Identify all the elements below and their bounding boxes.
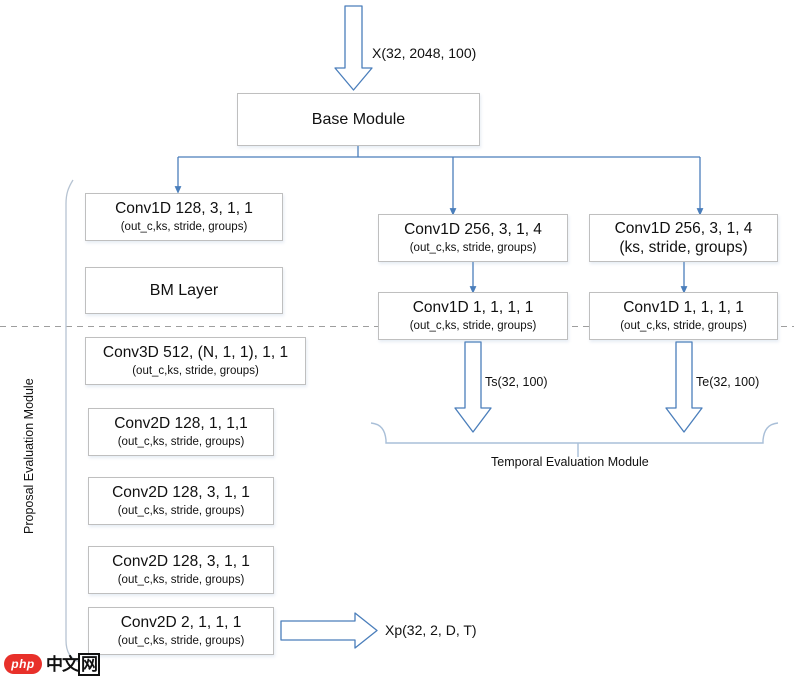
node-label: Conv1D 256, 3, 1, 4 (614, 220, 753, 238)
watermark: php 中文网 (4, 652, 100, 676)
node-sublabel: (out_c,ks, stride, groups) (120, 220, 248, 233)
node-sublabel: (out_c,ks, stride, groups) (117, 504, 245, 517)
node-conv3d-512[interactable]: Conv3D 512, (N, 1, 1), 1, 1 (out_c,ks, s… (85, 337, 306, 385)
node-label: BM Layer (149, 281, 219, 299)
node-conv2d-128-1-1-1[interactable]: Conv2D 128, 1, 1,1 (out_c,ks, stride, gr… (88, 408, 274, 456)
node-conv1d-256-3-1-4-right[interactable]: Conv1D 256, 3, 1, 4 (ks, stride, groups) (589, 214, 778, 262)
node-label: Conv1D 256, 3, 1, 4 (404, 221, 542, 239)
node-conv1d-1-1-1-1-middle[interactable]: Conv1D 1, 1, 1, 1 (out_c,ks, stride, gro… (378, 292, 568, 340)
watermark-chinese-text: 中文网 (46, 652, 100, 676)
node-label: Conv1D 1, 1, 1, 1 (623, 299, 744, 317)
node-label: Conv2D 2, 1, 1, 1 (120, 614, 242, 632)
label-ts-tensor: Ts(32, 100) (485, 375, 548, 389)
node-conv1d-128-3-1-1[interactable]: Conv1D 128, 3, 1, 1 (out_c,ks, stride, g… (85, 193, 283, 241)
node-sublabel: (out_c,ks, stride, groups) (409, 241, 537, 254)
node-sublabel: (ks, stride, groups) (619, 238, 748, 256)
node-label: Conv2D 128, 3, 1, 1 (112, 484, 250, 502)
node-conv2d-128-3-1-1-b[interactable]: Conv2D 128, 3, 1, 1 (out_c,ks, stride, g… (88, 546, 274, 594)
label-proposal-evaluation-module: Proposal Evaluation Module (22, 378, 36, 534)
node-bm-layer[interactable]: BM Layer (85, 267, 283, 314)
xp-block-arrow (280, 612, 378, 649)
watermark-cn-chars: 中文 (46, 654, 79, 674)
node-sublabel: (out_c,ks, stride, groups) (117, 634, 245, 647)
node-label: Conv1D 128, 3, 1, 1 (115, 200, 253, 218)
node-sublabel: (out_c,ks, stride, groups) (117, 573, 245, 586)
php-logo-icon: php (4, 654, 42, 674)
node-label: Conv1D 1, 1, 1, 1 (412, 299, 534, 317)
node-conv2d-128-3-1-1-a[interactable]: Conv2D 128, 3, 1, 1 (out_c,ks, stride, g… (88, 477, 274, 525)
proposal-module-brace (65, 179, 80, 663)
node-conv2d-2-1-1-1[interactable]: Conv2D 2, 1, 1, 1 (out_c,ks, stride, gro… (88, 607, 274, 655)
node-sublabel: (out_c,ks, stride, groups) (409, 319, 537, 332)
node-label: Conv2D 128, 3, 1, 1 (112, 553, 250, 571)
label-te-tensor: Te(32, 100) (696, 375, 760, 389)
node-conv1d-256-3-1-4-middle[interactable]: Conv1D 256, 3, 1, 4 (out_c,ks, stride, g… (378, 214, 568, 262)
input-block-arrow (334, 5, 373, 91)
node-label: Base Module (311, 110, 406, 128)
node-sublabel: (out_c,ks, stride, groups) (117, 435, 245, 448)
label-input-tensor: X(32, 2048, 100) (372, 45, 477, 61)
temporal-module-brace (370, 422, 779, 457)
node-label: Conv3D 512, (N, 1, 1), 1, 1 (102, 344, 289, 362)
label-temporal-evaluation-module: Temporal Evaluation Module (491, 455, 649, 469)
node-conv1d-1-1-1-1-right[interactable]: Conv1D 1, 1, 1, 1 (out_c,ks, stride, gro… (589, 292, 778, 340)
node-base-module[interactable]: Base Module (237, 93, 480, 146)
label-xp-tensor: Xp(32, 2, D, T) (385, 622, 477, 638)
watermark-cn-boxed-char: 网 (78, 652, 100, 676)
node-sublabel: (out_c,ks, stride, groups) (132, 364, 259, 377)
node-label: Conv2D 128, 1, 1,1 (114, 415, 248, 433)
node-sublabel: (out_c,ks, stride, groups) (620, 319, 747, 332)
